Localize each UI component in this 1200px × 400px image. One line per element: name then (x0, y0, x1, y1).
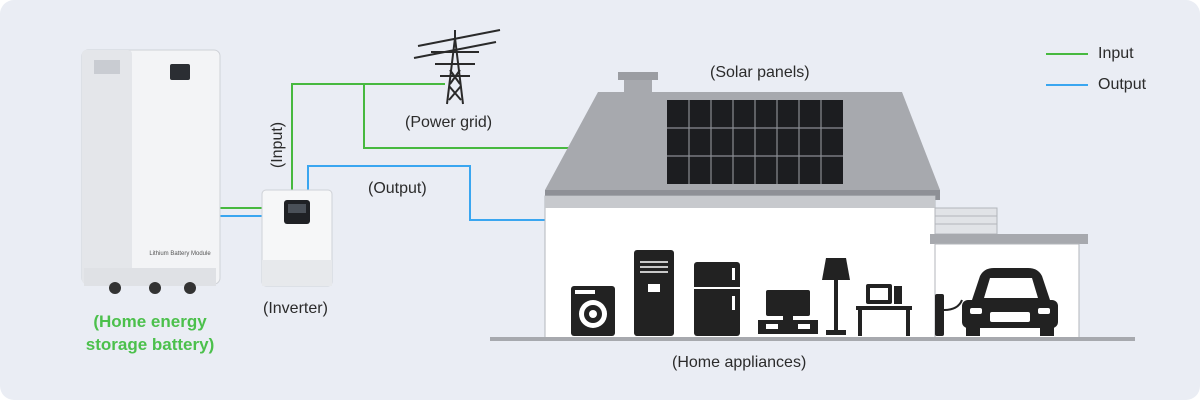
battery-label: (Home energy storage battery) (70, 310, 230, 356)
battery-label-line2: storage battery) (85, 335, 215, 354)
home-appliances-label: (Home appliances) (672, 354, 807, 371)
desktop-computer-icon (856, 284, 912, 336)
legend-output-swatch (1046, 84, 1088, 86)
input-label: (Input) (269, 121, 286, 169)
inverter-label: (Inverter) (263, 300, 328, 317)
legend-input-label: Input (1098, 45, 1134, 62)
legend-input: Input (1046, 45, 1134, 63)
power-grid-label: (Power grid) (405, 114, 493, 131)
legend-input-swatch (1046, 53, 1088, 55)
transmission-tower-icon (413, 29, 501, 105)
input-wire-inverter-grid (291, 83, 445, 190)
output-label: (Output) (368, 180, 427, 197)
car-icon (962, 268, 1058, 336)
television-icon (758, 290, 818, 334)
inverter-unit (261, 189, 333, 287)
input-wire-solar (363, 84, 662, 149)
house (490, 72, 1135, 341)
battery-module-text: Lithium Battery Module (149, 251, 211, 257)
air-conditioner-icon (634, 250, 674, 336)
battery-wheel-icon (109, 282, 121, 294)
garage-roof (930, 234, 1088, 244)
legend-output-label: Output (1098, 76, 1147, 93)
washing-machine-icon (571, 286, 615, 336)
refrigerator-icon (694, 262, 740, 336)
floor-lamp-icon (822, 258, 850, 335)
battery-label-line1: (Home energy (93, 312, 207, 331)
storage-battery: Lithium Battery Module (81, 49, 221, 294)
solar-panel-icon (667, 100, 843, 184)
ev-charger-icon (935, 294, 963, 336)
legend-output: Output (1046, 76, 1146, 94)
battery-display (170, 64, 190, 80)
solar-panels-label: (Solar panels) (710, 64, 810, 81)
garage-top (934, 207, 998, 235)
input-wires (220, 83, 662, 209)
